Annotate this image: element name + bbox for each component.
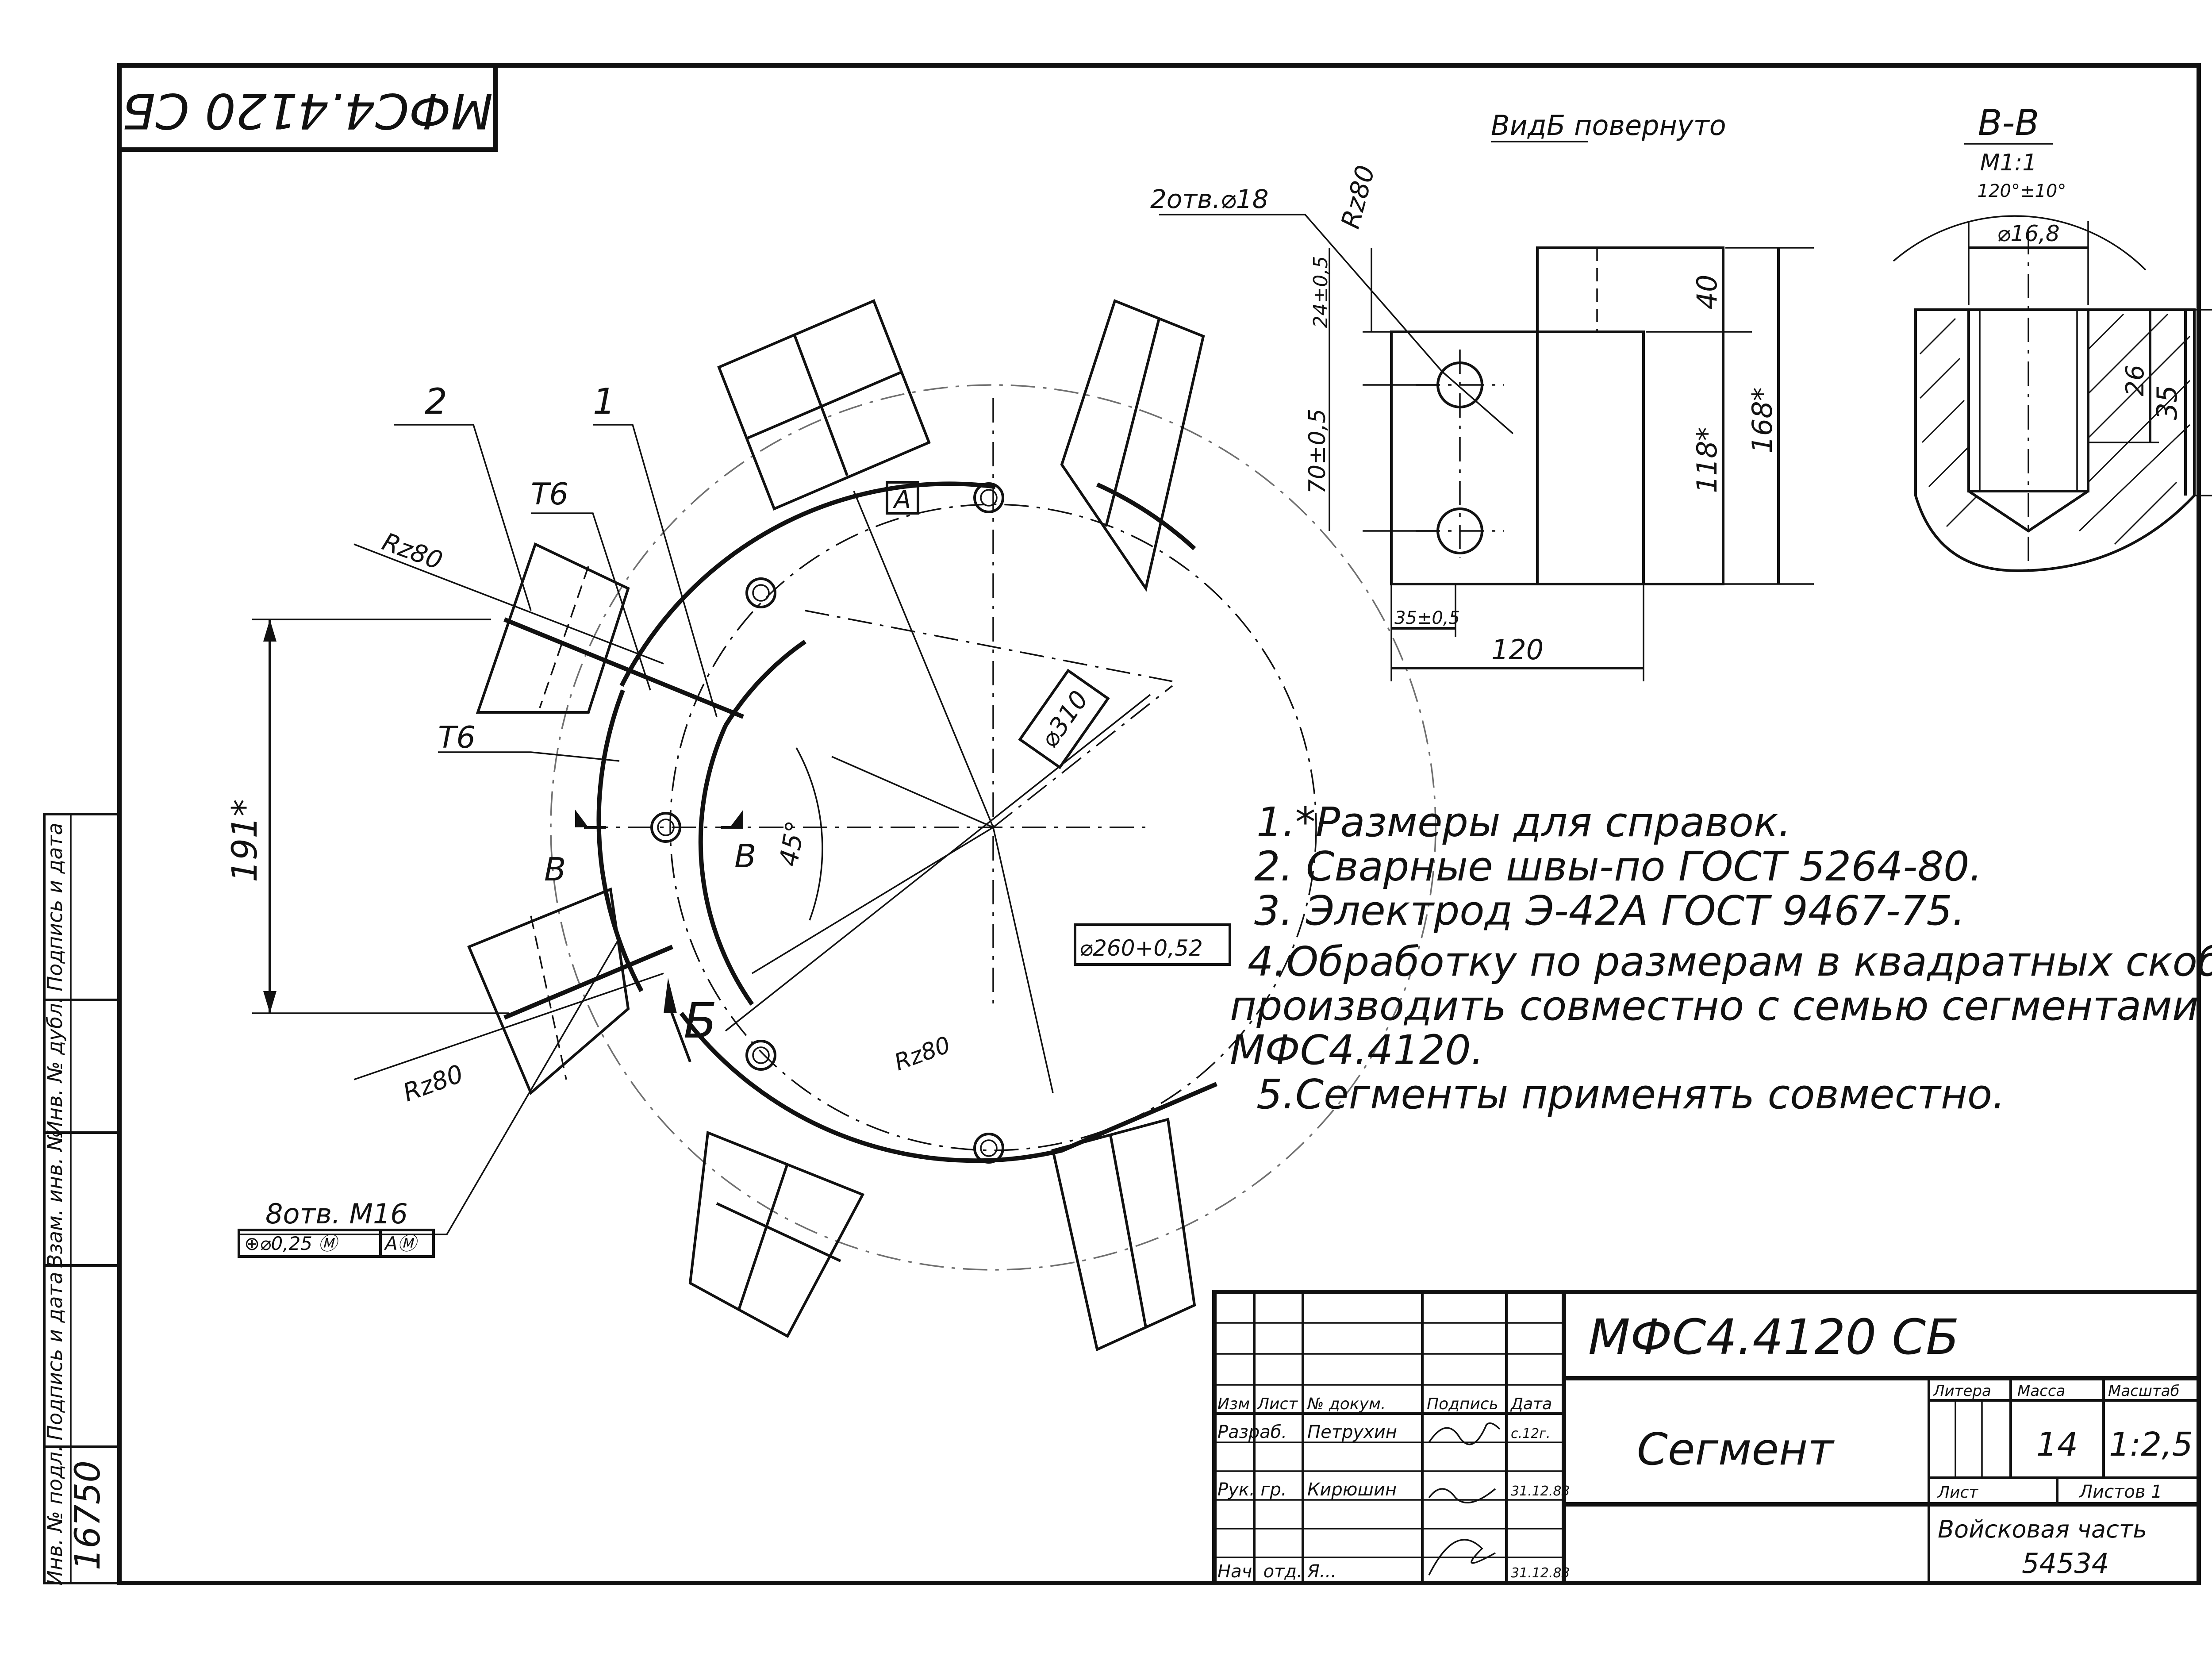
section-dim-26: 26 (2121, 365, 2150, 396)
dim-35: 35±0,5 (1394, 608, 1460, 628)
dim-118: 118* (1691, 427, 1723, 493)
note-5: 5.Сегменты применять совместно. (1256, 1071, 2005, 1118)
rotated-designation-box: МФС4.4120 СБ (117, 63, 498, 152)
section-hatching (1919, 313, 2191, 545)
row-person-2: Я... (1307, 1561, 1336, 1582)
section-dim-35: 35 (2151, 385, 2183, 420)
main-view: 2 1 T6 T6 Rz80 Rz80 Rz80 191* 45° ⌀310 ⌀… (225, 299, 1436, 1352)
note-1: 1.*Размеры для справок. (1256, 799, 1791, 846)
section-bb-angle: 120°±10° (1978, 181, 2066, 201)
stamp-inv-dubl: Инв. № дубл. (43, 997, 67, 1136)
dimension-191: 191* (225, 799, 265, 882)
value-sheet: Лист (1937, 1484, 1978, 1502)
row-person-0: Петрухин (1307, 1422, 1397, 1442)
col-izm: Изм (1217, 1395, 1250, 1413)
rotated-designation: МФС4.4120 СБ (122, 83, 493, 139)
dia-310: ⌀310 (1035, 686, 1094, 753)
stamp-sign-date-top: Подпись и дата (43, 823, 67, 991)
col-podpis: Подпись (1427, 1395, 1498, 1413)
dim-120: 120 (1491, 634, 1544, 666)
position-tolerance: ⊕⌀0,25 Ⓜ (244, 1233, 339, 1254)
col-data: Дата (1510, 1395, 1552, 1413)
roughness-bottom: Rz80 (399, 1059, 467, 1107)
base-a: A (893, 485, 911, 514)
col-dokum: № докум. (1306, 1395, 1386, 1413)
position-1: 1 (593, 381, 615, 422)
signature-developer (1428, 1422, 1501, 1445)
view-b-roughness: Rz80 (1335, 162, 1381, 231)
header-litera: Литера (1932, 1382, 1991, 1400)
angle-45: 45° (773, 819, 811, 869)
dim-70: 70±0,5 (1304, 409, 1331, 494)
stamp-inv-number: 16750 (68, 1461, 108, 1570)
view-b-arrow-label: Б (684, 992, 717, 1049)
roughness-right: Rz80 (891, 1032, 954, 1076)
roughness-top: Rz80 (378, 527, 446, 576)
view-b-title: ВидБ повернуто (1491, 109, 1726, 142)
view-b: ВидБ повернуто 2отв.⌀18 Rz80 24±0 (1150, 109, 1814, 681)
row-date-2: 31.12.83 (1511, 1565, 1570, 1581)
holes-note: 8отв. М16 (265, 1198, 408, 1230)
row-person-1: Кирюшин (1307, 1480, 1397, 1500)
stamp-vzam-inv: Взам. инв. № (43, 1130, 67, 1268)
stamp-inv-podl: Инв. № подл. (43, 1445, 67, 1585)
note-4-cont-2: МФС4.4120. (1230, 1026, 1484, 1074)
section-b-left: В (544, 851, 566, 888)
weld-t6-top: T6 (531, 477, 568, 512)
signature-dept-head (1428, 1539, 1496, 1576)
section-bb-scale: М1:1 (1980, 150, 2037, 176)
note-3: 3. Электрод Э-42А ГОСТ 9467-75. (1254, 887, 1965, 934)
section-bb: В-В М1:1 120°±10° (1893, 102, 2212, 573)
value-scale: 1:2,5 (2109, 1426, 2193, 1464)
value-sheets: Листов 1 (2078, 1482, 2162, 1502)
dia-260: ⌀260+0,52 (1079, 935, 1203, 961)
row-role-2: Нач. отд. (1217, 1561, 1302, 1582)
header-massa: Масса (2017, 1382, 2065, 1400)
title-part-name: Сегмент (1637, 1423, 1835, 1475)
dim-168: 168* (1746, 387, 1778, 453)
section-dia: ⌀16,8 (1997, 221, 2059, 246)
col-list: Лист (1256, 1395, 1298, 1413)
side-stamp: Подпись и дата Инв. № дубл. Взам. инв. №… (43, 813, 121, 1586)
row-role-1: Рук. гр. (1217, 1480, 1287, 1500)
note-4-cont-1: производить совместно с семью сегментами (1230, 982, 2199, 1030)
row-role-0: Разраб. (1217, 1422, 1287, 1442)
dim-40: 40 (1691, 275, 1723, 310)
value-mass: 14 (2036, 1426, 2078, 1464)
note-4: 4.Обработку по размерам в квадратных ско… (1248, 938, 2212, 985)
header-masshtab: Масштаб (2108, 1382, 2180, 1400)
note-2: 2. Сварные швы-по ГОСТ 5264-80. (1254, 843, 1982, 890)
dim-24: 24±0,5 (1310, 256, 1332, 328)
section-bb-title: В-В (1978, 102, 2039, 143)
org-line-2: 54534 (2022, 1547, 2109, 1580)
signature-group-head (1428, 1488, 1496, 1503)
position-2: 2 (425, 381, 447, 422)
title-block: МФС4.4120 СБ Сегмент Изм Лист № докум. П… (1212, 1290, 2201, 1585)
row-date-1: 31.12.83 (1511, 1484, 1570, 1499)
view-b-holes-note: 2отв.⌀18 (1150, 184, 1269, 214)
org-line-1: Войсковая часть (1938, 1515, 2147, 1543)
row-date-0: с.12г. (1511, 1426, 1551, 1441)
datum-a: AⓂ (384, 1233, 419, 1254)
technical-notes: 1.*Размеры для справок. 2. Сварные швы-п… (1230, 799, 2212, 1118)
section-b-right: В (734, 838, 756, 875)
title-designation: МФС4.4120 СБ (1588, 1309, 1959, 1365)
stamp-sign-date-bottom: Подпись и дата (43, 1272, 67, 1440)
weld-t6-left: T6 (438, 720, 476, 755)
